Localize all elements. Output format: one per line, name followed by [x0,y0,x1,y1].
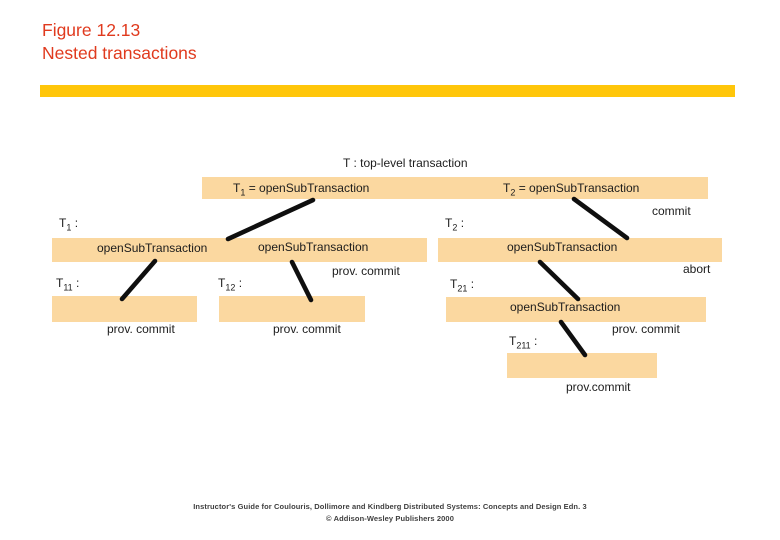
band-transaction-t12 [219,296,365,322]
band-transaction-t21 [446,297,706,322]
connector-t1-to-t11 [119,258,158,302]
band-transaction-t2 [438,238,722,262]
t2-sub: 2 [452,222,458,233]
t12-base: T [218,276,226,290]
band-t21-opensub: openSubTransaction [510,300,621,314]
band-transaction-t1 [52,238,427,262]
band-t-right-text: T2 = openSubTransaction [503,181,640,198]
footer-credit: Instructor's Guide for Coulouris, Dollim… [0,501,780,525]
t1-rest: : [71,216,79,230]
node-label-t2: T2 : [445,216,465,233]
footer-credit-line2: © Addison-Wesley Publishers 2000 [326,514,454,523]
t211-sub: 211 [516,340,531,351]
node-label-t211: T211 : [509,334,538,351]
t1-sub: 1 [66,222,72,233]
outcome-prov-commit-t21: prov. commit [612,322,680,336]
t21-rest: : [467,277,475,291]
t11-base: T [56,276,64,290]
outcome-prov-commit-t1: prov. commit [332,264,400,278]
t12-rest: : [235,276,243,290]
t2-base: T [445,216,453,230]
band-transaction-t11 [52,296,197,322]
outcome-prov-commit-t12: prov. commit [273,322,341,336]
node-label-t1: T1 : [59,216,79,233]
t21-base: T [450,277,458,291]
t21-sub: 21 [457,283,468,294]
band-t-right-sub: 2 [510,187,516,198]
band-t1-opensub-1: openSubTransaction [97,241,208,255]
band-t1-opensub-2: openSubTransaction [258,240,369,254]
t211-rest: : [530,334,538,348]
figure-title: Figure 12.13 Nested transactions [42,19,197,65]
outcome-commit-t: commit [652,204,691,218]
outcome-prov-commit-t11: prov. commit [107,322,175,336]
band-transaction-t [202,177,708,199]
figure-title-line2: Nested transactions [42,43,197,63]
connector-t21-to-t211 [558,319,588,358]
band-t-right-rest: = openSubTransaction [515,181,640,195]
figure-title-line1: Figure 12.13 [42,20,141,40]
outcome-prov-commit-t211: prov.commit [566,380,631,394]
t2-rest: : [457,216,465,230]
outcome-abort-t2: abort [683,262,711,276]
footer-credit-line1: Instructor's Guide for Coulouris, Dollim… [193,502,587,511]
band-t2-opensub: openSubTransaction [507,240,618,254]
title-rule [40,85,735,97]
connector-t2-to-t21 [537,259,581,302]
node-label-t12: T12 : [218,276,243,293]
t1-base: T [59,216,67,230]
band-transaction-t211 [507,353,657,378]
band-t-left-rest: = openSubTransaction [245,181,370,195]
band-t-left-sub: 1 [240,187,246,198]
top-level-transaction-label: T : top-level transaction [343,156,468,170]
connector-t1-to-t12 [289,259,314,303]
t211-base: T [509,334,517,348]
connector-t-to-t2 [571,196,630,241]
t11-rest: : [72,276,80,290]
band-t-left-base: T [233,181,241,195]
node-label-t21: T21 : [450,277,475,294]
band-t-left-text: T1 = openSubTransaction [233,181,370,198]
t11-sub: 11 [63,282,73,293]
connector-t-to-t1 [225,197,316,242]
t12-sub: 12 [225,282,236,293]
node-label-t11: T11 : [56,276,80,293]
band-t-right-base: T [503,181,511,195]
